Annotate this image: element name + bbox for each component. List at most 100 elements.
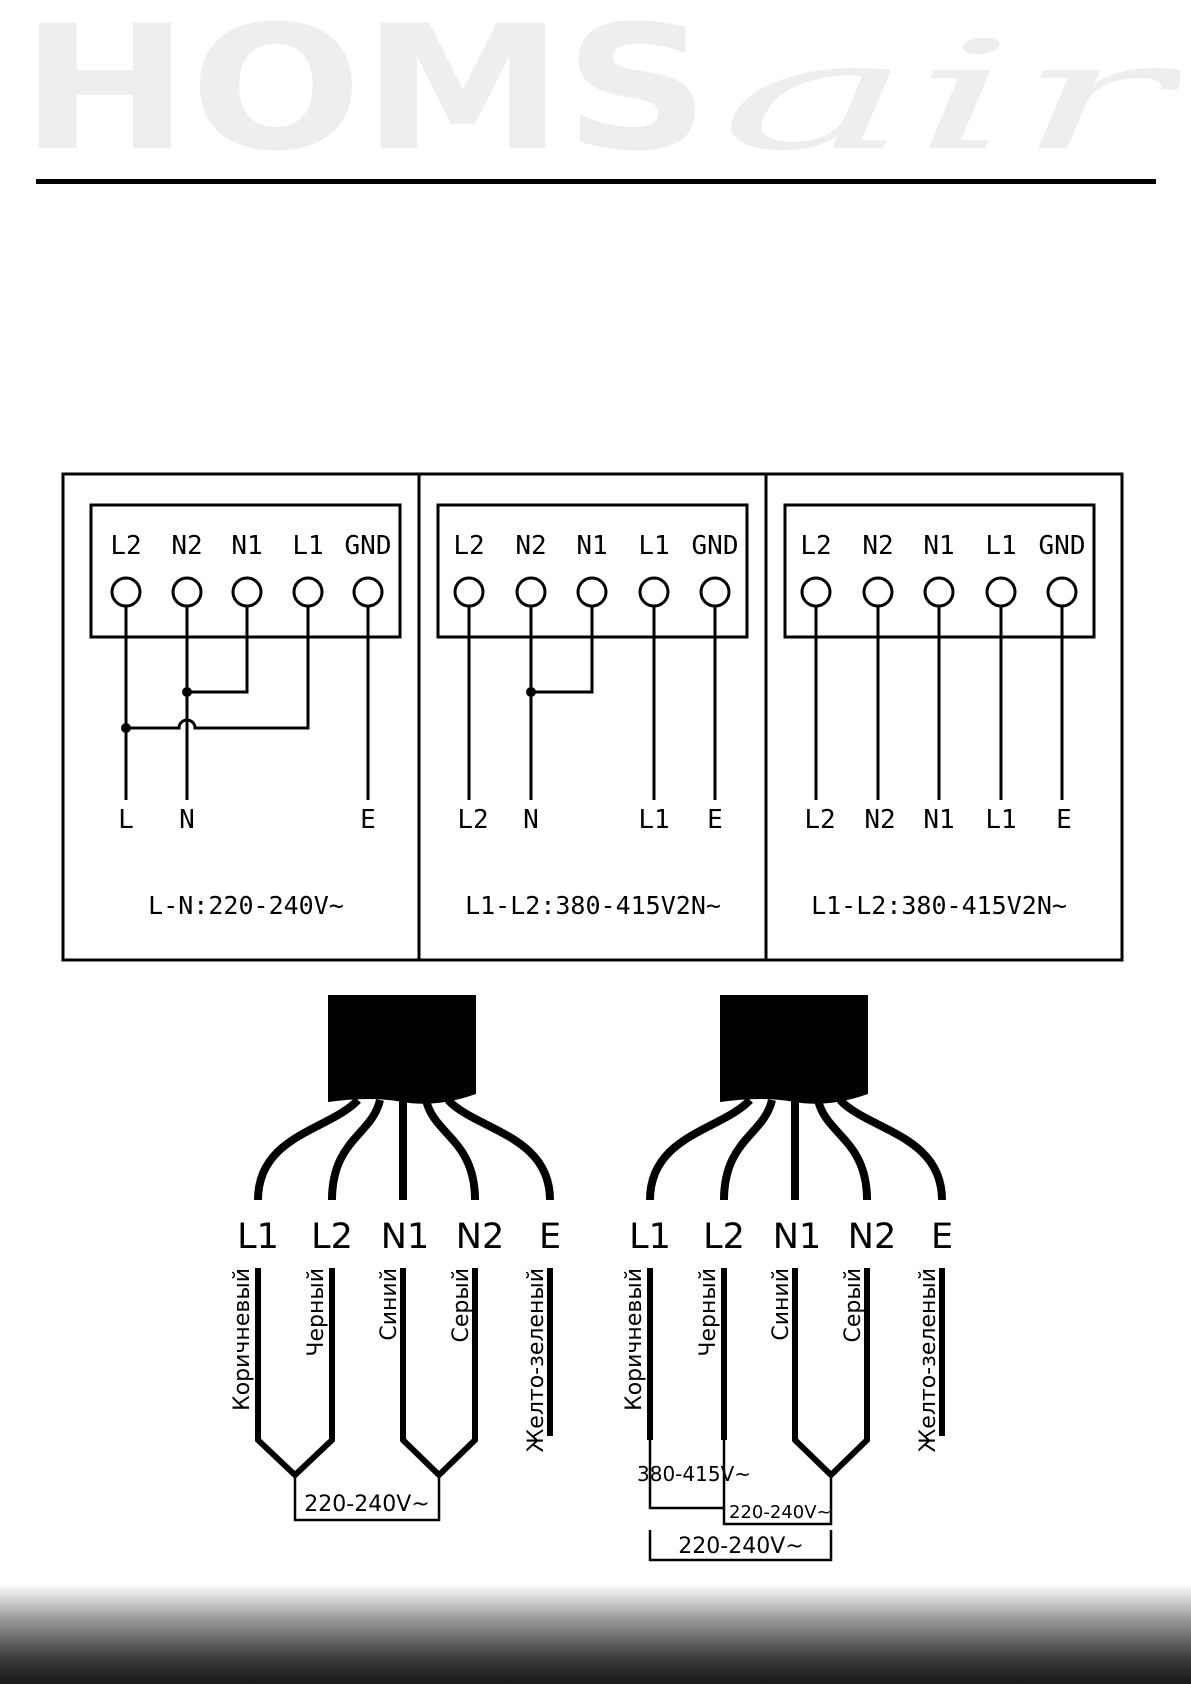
cable-wire (254, 1097, 361, 1201)
output-label: L1 (638, 805, 669, 835)
cable-plug (328, 995, 476, 1104)
terminal-label: L1 (638, 531, 669, 561)
cable-wire (837, 1097, 946, 1201)
terminal-screw (453, 576, 485, 608)
wire (126, 606, 310, 730)
terminal-label: N1 (576, 531, 607, 561)
terminal-screw (515, 576, 547, 608)
junction-dot (182, 687, 192, 697)
cable-wire (422, 1098, 479, 1201)
cable-wire (720, 1098, 776, 1201)
terminal-label: N2 (862, 531, 893, 561)
junction-dot (121, 723, 131, 733)
terminal-screw (1046, 576, 1078, 608)
wire-color-label: Серый (449, 1268, 474, 1343)
terminal-label: GND (345, 531, 392, 561)
wire-color-label: Серый (841, 1268, 866, 1343)
terminal-screw (862, 576, 894, 608)
terminal-screw (576, 576, 608, 608)
wire (531, 606, 594, 694)
terminal-label: N1 (923, 531, 954, 561)
panel-caption: L1-L2:380-415V2N~ (465, 891, 721, 920)
terminal-screw (231, 576, 263, 608)
output-label: E (707, 805, 723, 835)
terminal-label: L1 (985, 531, 1016, 561)
panel-3: L2 N2 N1 L1 GND L2 N2 N1 L1 E L1-L2:3 (783, 503, 1096, 920)
output-label: E (1056, 805, 1072, 835)
terminal-screw (800, 576, 832, 608)
panel-caption: L-N:220-240V~ (148, 891, 344, 920)
homsair-logo: HOMS air (20, 10, 1180, 170)
output-label: N (523, 805, 539, 835)
voltage-bracket (293, 1490, 441, 1522)
voltage-bracket-low (648, 1530, 833, 1562)
cable-terminal-label: E (539, 1217, 561, 1257)
logo-text-script: air (720, 10, 1180, 170)
cable-1: L1 L2 N1 N2 E Коричневый Черный Синий Се… (230, 995, 561, 1522)
output-label: N2 (864, 805, 895, 835)
output-label: E (360, 805, 376, 835)
terminal-label: L1 (292, 531, 323, 561)
cable-terminal-label: L2 (311, 1217, 353, 1257)
terminal-label: N2 (171, 531, 202, 561)
wire-color-label: Желто-зеленый (524, 1268, 549, 1452)
wire (187, 606, 249, 694)
panel-caption: L1-L2:380-415V2N~ (811, 891, 1067, 920)
cable-terminal-label: L1 (629, 1217, 671, 1257)
output-label: N1 (923, 805, 954, 835)
header-rule (36, 179, 1156, 184)
voltage-bracket-mid (722, 1440, 833, 1526)
voltage-label: 220-240V~ (678, 1534, 803, 1559)
terminal-label: GND (1039, 531, 1086, 561)
cable-wire (328, 1098, 384, 1201)
terminal-screw (638, 576, 670, 608)
terminal-screw (110, 576, 142, 608)
cable-terminal-label: N1 (773, 1217, 821, 1257)
cable-wire (814, 1098, 871, 1201)
terminal-label: L2 (110, 531, 141, 561)
panels-frame (61, 472, 1124, 962)
output-label: L2 (457, 805, 488, 835)
cable-wire (646, 1097, 753, 1201)
junction-dot (526, 687, 536, 697)
terminal-label: L2 (800, 531, 831, 561)
cable-terminal-label: N2 (848, 1217, 896, 1257)
output-label: L (118, 805, 134, 835)
cable-terminal-label: E (931, 1217, 953, 1257)
voltage-bracket-high (648, 1440, 724, 1510)
wire-color-label: Синий (377, 1268, 402, 1341)
wire-color-label: Коричневый (230, 1268, 255, 1411)
voltage-label: 380-415V~ (637, 1462, 751, 1486)
wire-color-label: Синий (769, 1268, 794, 1341)
wire-color-label: Желто-зеленый (916, 1268, 941, 1452)
logo-text-main: HOMS (20, 10, 710, 170)
terminal-screw (352, 576, 384, 608)
terminal-label: GND (692, 531, 739, 561)
terminal-screw (699, 576, 731, 608)
cable-terminal-label: L2 (703, 1217, 745, 1257)
terminal-screw (292, 576, 324, 608)
output-label: L1 (985, 805, 1016, 835)
cable-plug (720, 995, 868, 1104)
cable-wire (445, 1097, 554, 1201)
wire-color-label: Черный (696, 1268, 721, 1357)
panel-2: L2 N2 N1 L1 GND L2 N L1 E L1-L2:380-41 (436, 503, 749, 920)
terminal-label: N1 (231, 531, 262, 561)
cable-terminal-label: N1 (381, 1217, 429, 1257)
voltage-label: 220-240V~ (304, 1492, 429, 1517)
panel-1: L2 N2 N1 L1 GND L N E L-N:220-240V~ (89, 503, 402, 920)
cable-2: L1 L2 N1 N2 E Коричневый Черный Синий Се… (622, 995, 953, 1562)
terminal-screw (923, 576, 955, 608)
cable-terminal-label: N2 (456, 1217, 504, 1257)
terminal-label: N2 (515, 531, 546, 561)
terminal-label: L2 (453, 531, 484, 561)
footer-gradient-band (0, 1584, 1191, 1684)
wire-color-label: Коричневый (622, 1268, 647, 1411)
output-label: N (179, 805, 195, 835)
terminal-screw (985, 576, 1017, 608)
cable-terminal-label: L1 (237, 1217, 279, 1257)
wire-color-label: Черный (304, 1268, 329, 1357)
voltage-label: 220-240V~ (729, 1502, 832, 1523)
output-label: L2 (804, 805, 835, 835)
